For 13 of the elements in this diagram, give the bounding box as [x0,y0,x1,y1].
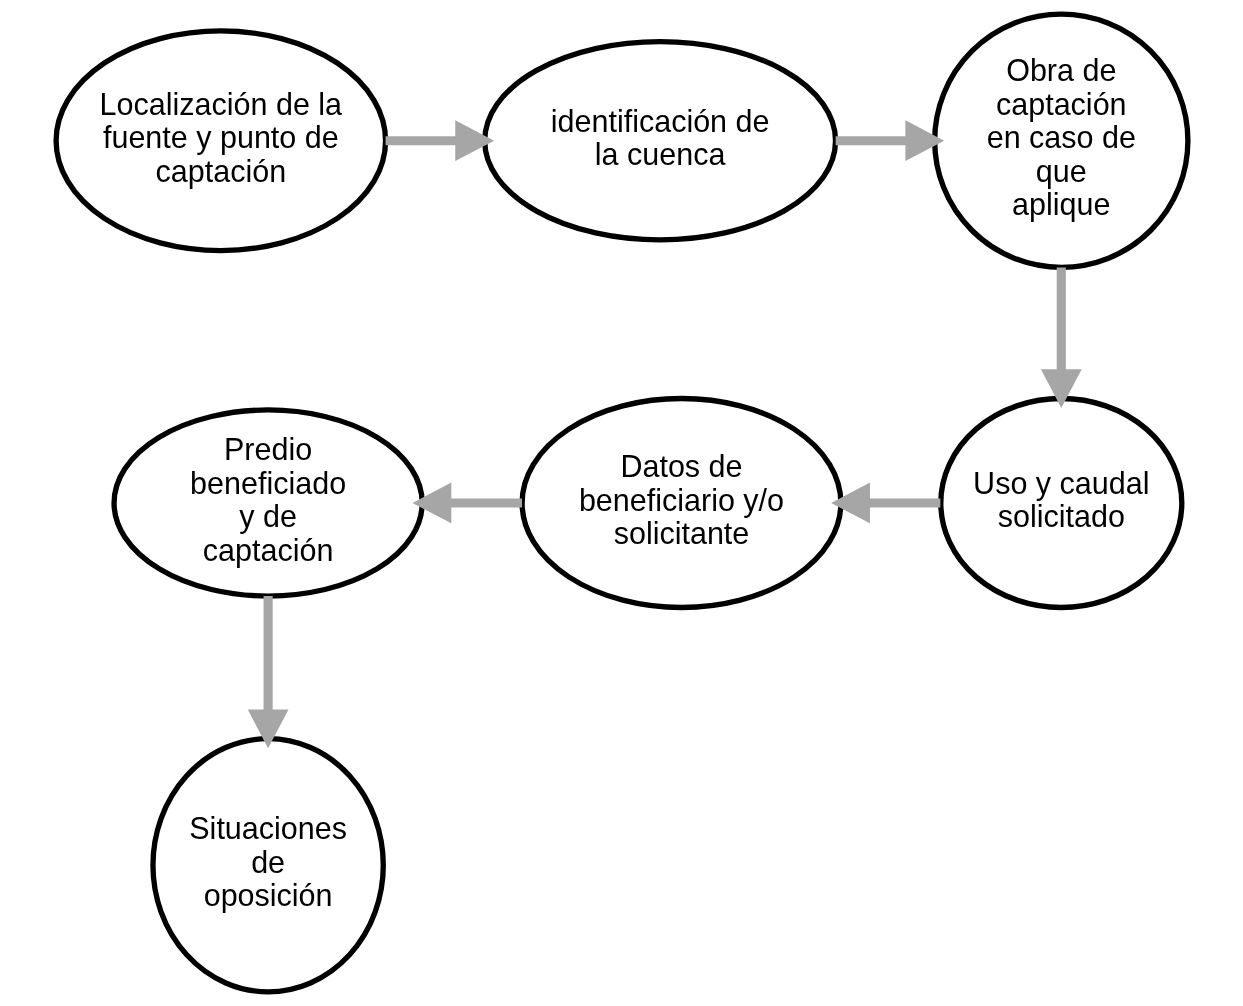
arrow [385,120,494,162]
arrow [247,596,288,749]
node-circle: Obra de captación en caso de que aplique [931,11,1191,270]
arrow [412,482,522,524]
node-ellipse: Datos de beneficiario y/o solicitante [518,395,844,611]
arrow [835,120,944,162]
node-circle: Situaciones de oposición [149,736,386,995]
arrow [1040,267,1082,409]
node-ellipse: Predio beneficiado y de captación [110,407,425,599]
node-ellipse: identificación de la cuenca [481,38,838,243]
arrow [830,482,940,524]
node-ellipse: Uso y caudal solicitado [937,395,1184,611]
node-ellipse: Localización de la fuente y punto de captación [52,28,388,254]
